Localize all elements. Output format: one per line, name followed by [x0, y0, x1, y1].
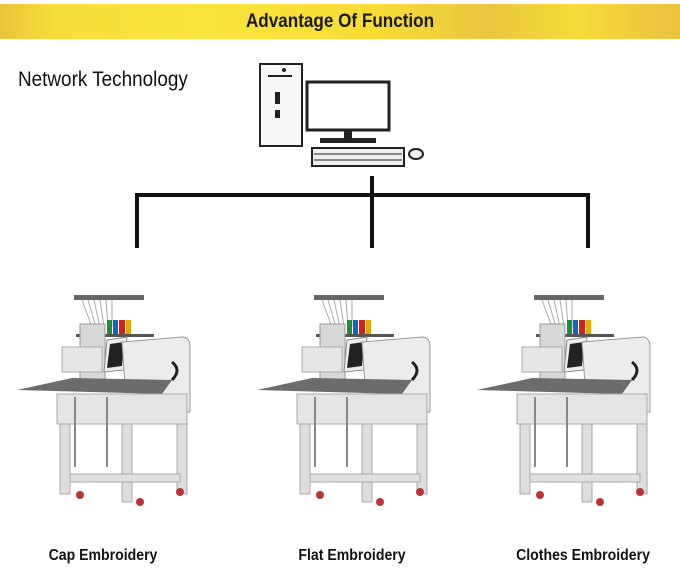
machine-label-clothes: Clothes Embroidery: [516, 547, 650, 564]
machine-label-flat: Flat Embroidery: [298, 547, 406, 564]
clothes-embroidery-machine: [475, 293, 652, 508]
machine-label-cap: Cap Embroidery: [48, 547, 158, 564]
desktop-computer-icon: [259, 63, 424, 167]
network-connection-lines: [135, 176, 590, 248]
banner-title: Advantage Of Function: [245, 11, 435, 32]
section-title: Network Technology: [18, 68, 188, 91]
cap-embroidery-machine: [15, 293, 192, 508]
header-banner: Advantage Of Function: [0, 4, 680, 39]
flat-embroidery-machine: [255, 293, 432, 508]
